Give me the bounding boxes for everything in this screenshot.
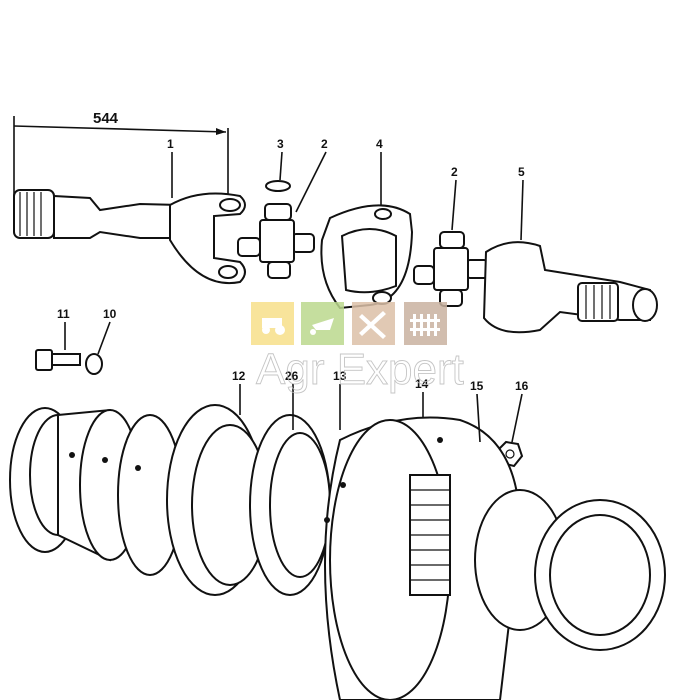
- watermark-text: Agr Expert: [256, 345, 464, 394]
- leader-lines: [64, 151, 524, 443]
- callout-14: 14: [415, 377, 429, 391]
- double-yoke-part-4: [320, 204, 414, 310]
- callout-13: 13: [333, 369, 347, 383]
- universal-joint-cross-part-2: [237, 203, 315, 279]
- callout-11: 11: [57, 307, 70, 321]
- callout-1: 1: [167, 137, 174, 151]
- callout-5: 5: [518, 165, 525, 179]
- dimension-label: 544: [93, 110, 119, 127]
- hub-assembly: [9, 404, 666, 700]
- agr-expert-watermark: Agr Expert: [251, 302, 464, 394]
- snap-ring-part-3: [265, 180, 291, 192]
- output-shaft-part-5: [482, 241, 658, 334]
- axle-shaft-part-1: [13, 189, 246, 285]
- universal-joint-cross-part-2b: [413, 231, 489, 307]
- callout-2b: 2: [451, 165, 458, 179]
- callout-16: 16: [515, 379, 529, 393]
- fence-icon: [404, 302, 447, 345]
- bolt-part-11: [35, 349, 81, 371]
- callout-26: 26: [285, 369, 299, 383]
- callout-15: 15: [470, 379, 484, 393]
- washer-part-10: [85, 353, 103, 375]
- dimension-544: 544: [13, 110, 229, 200]
- callout-2: 2: [321, 137, 328, 151]
- callout-12: 12: [232, 369, 246, 383]
- callout-10: 10: [103, 307, 117, 321]
- callout-4: 4: [376, 137, 383, 151]
- callout-3: 3: [277, 137, 284, 151]
